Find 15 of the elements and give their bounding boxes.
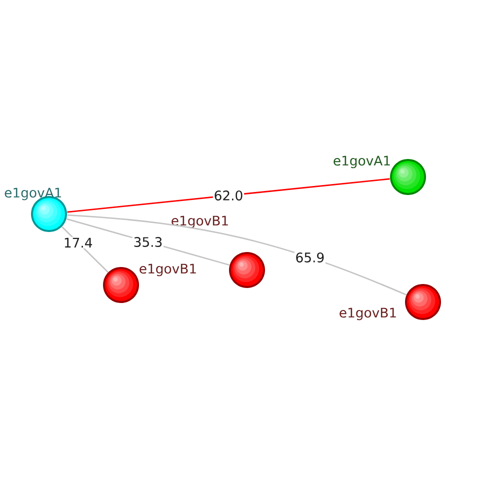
sphere-label: e1govA1 <box>4 188 62 200</box>
distance-label: 65.9 <box>294 252 326 264</box>
distance-label: 17.4 <box>62 237 94 248</box>
sphere-label: e1govA1 <box>334 156 390 168</box>
distance-label: 35.3 <box>132 236 164 248</box>
sphere <box>390 158 426 195</box>
connector-line <box>67 178 390 213</box>
distance-label: 62.0 <box>212 190 244 202</box>
sphere <box>229 252 265 288</box>
connector-line <box>67 214 406 296</box>
sphere <box>103 267 139 303</box>
sphere-label: e1govB1 <box>340 308 396 320</box>
sphere-label: e1govB1 <box>172 216 228 228</box>
sphere <box>405 284 442 320</box>
sphere-label: e1govB1 <box>140 264 196 276</box>
